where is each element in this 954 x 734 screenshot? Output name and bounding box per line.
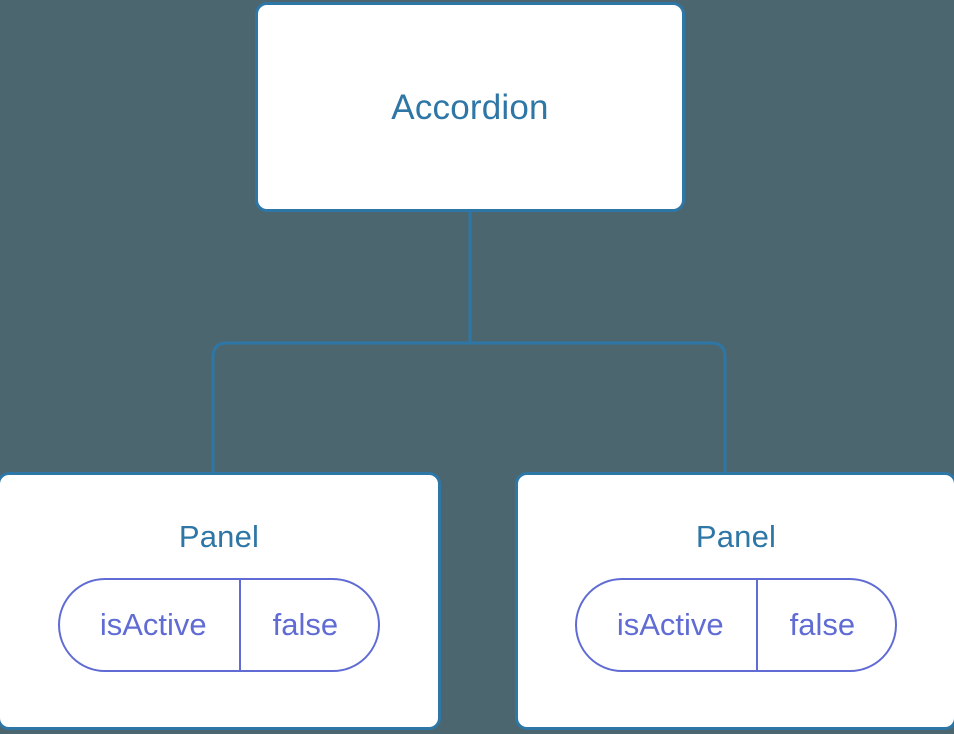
node-panel-left[interactable]: Panel isActive false — [0, 472, 441, 730]
edge-branch-right — [470, 341, 727, 476]
node-accordion[interactable]: Accordion — [255, 2, 685, 212]
prop-pill-isactive-right[interactable]: isActive false — [574, 578, 898, 672]
prop-key-isactive-left: isActive — [60, 580, 241, 670]
node-panel-right-label: Panel — [695, 519, 777, 554]
node-accordion-label: Accordion — [391, 87, 549, 127]
node-panel-right[interactable]: Panel isActive false — [515, 472, 954, 730]
prop-key-isactive-right: isActive — [577, 580, 758, 670]
prop-pill-isactive-left[interactable]: isActive false — [57, 578, 381, 672]
prop-value-isactive-right: false — [789, 607, 856, 642]
node-panel-left-label: Panel — [178, 519, 260, 554]
prop-value-isactive-left: false — [272, 607, 339, 642]
edge-branch-left — [211, 341, 470, 476]
